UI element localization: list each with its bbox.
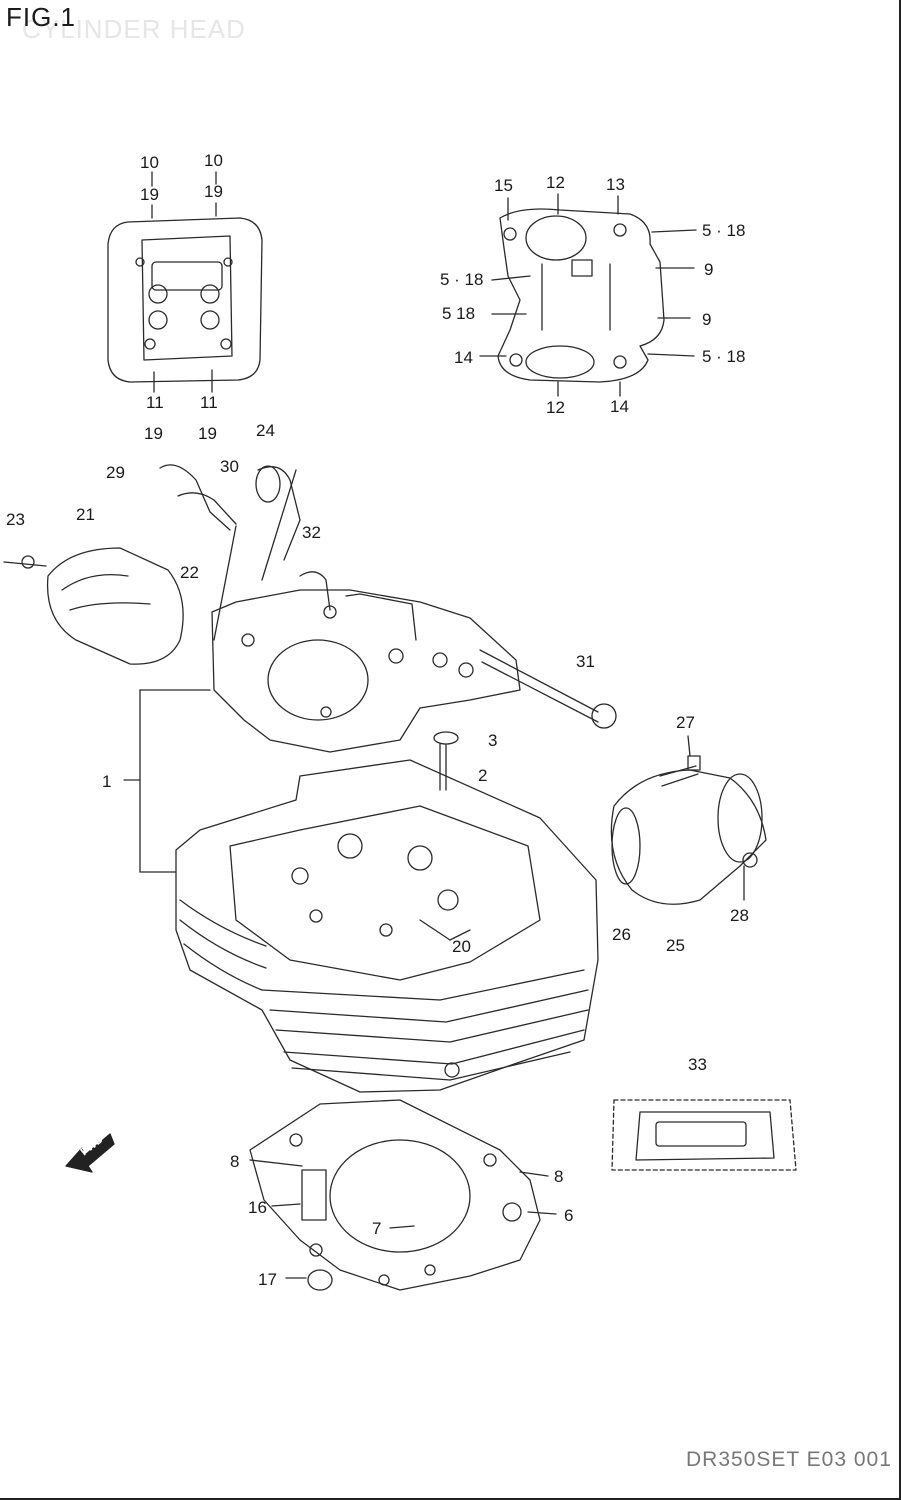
callout-23: 23 — [6, 510, 25, 529]
callout-1: 1 — [102, 772, 111, 791]
valve-components — [433, 731, 459, 791]
callout-labels: 10 10 19 19 11 11 19 19 15 12 13 5 · 18 … — [6, 151, 749, 1289]
cylinder-head-body — [175, 759, 599, 1093]
callout-16: 16 — [248, 1198, 267, 1217]
callout-24: 24 — [256, 421, 275, 440]
callout-11: 11 — [146, 393, 164, 412]
callout-8: 8 — [554, 1167, 563, 1186]
head-gasket — [249, 1099, 557, 1291]
callout-20: 20 — [452, 937, 471, 956]
callout-12: 12 — [546, 173, 565, 192]
callout-19: 19 — [140, 185, 159, 204]
callout-27: 27 — [676, 713, 695, 732]
callout-32: 32 — [302, 523, 321, 542]
callout-10: 10 — [204, 151, 223, 170]
intake-pipe — [610, 735, 767, 905]
callout-7: 7 — [372, 1219, 381, 1238]
callout-5-18: 5 18 — [442, 304, 475, 323]
callout-25: 25 — [666, 936, 685, 955]
callout-14: 14 — [454, 348, 473, 367]
callout-29: 29 — [106, 463, 125, 482]
callout-17: 17 — [258, 1270, 277, 1289]
callout-9: 9 — [704, 260, 713, 279]
callout-9: 9 — [702, 310, 711, 329]
callout-10: 10 — [140, 153, 159, 172]
fwd-arrow-icon — [65, 1133, 115, 1173]
callout-8: 8 — [230, 1152, 239, 1171]
callout-14: 14 — [610, 397, 629, 416]
callout-19: 19 — [144, 424, 163, 443]
figure-code: DR350SET E03 001 — [686, 1448, 892, 1471]
callout-2: 2 — [478, 766, 487, 785]
callout-12: 12 — [546, 398, 565, 417]
part1-bracket — [123, 689, 211, 873]
intake-adaptor — [479, 193, 697, 397]
figure-subtitle: CYLINDER HEAD — [22, 14, 246, 44]
callout-19: 19 — [198, 424, 217, 443]
cover-tube — [3, 547, 184, 665]
callout-33: 33 — [688, 1055, 707, 1074]
callout-21: 21 — [76, 505, 95, 524]
head-cover-gasket — [107, 171, 263, 393]
cover-bolt — [479, 649, 617, 729]
callout-28: 28 — [730, 906, 749, 925]
part-33-inset — [611, 1099, 797, 1171]
callout-5-18: 5 · 18 — [702, 221, 745, 240]
callout-26: 26 — [612, 925, 631, 944]
callout-6: 6 — [564, 1206, 573, 1225]
breather-hose — [159, 464, 301, 641]
callout-31: 31 — [576, 652, 595, 671]
callout-5-18: 5 · 18 — [702, 347, 745, 366]
figure-title: FIG.1 — [6, 2, 77, 32]
callout-5-18: 5 · 18 — [440, 270, 483, 289]
callout-15: 15 — [494, 176, 513, 195]
callout-13: 13 — [606, 175, 625, 194]
callout-30: 30 — [220, 457, 239, 476]
cylinder-head-cover — [211, 571, 521, 753]
callout-19: 19 — [204, 182, 223, 201]
callout-3: 3 — [488, 731, 497, 750]
callout-11: 11 — [200, 393, 218, 412]
callout-22: 22 — [180, 563, 199, 582]
